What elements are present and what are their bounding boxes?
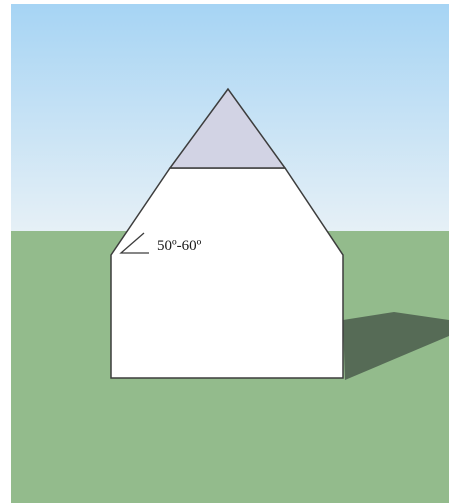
angle-annotation: 50º-60º (119, 232, 202, 254)
angle-label: 50º-60º (157, 238, 202, 254)
roof-top-triangle (168, 87, 287, 169)
house-shadow (343, 312, 449, 380)
angle-icon (119, 232, 149, 254)
